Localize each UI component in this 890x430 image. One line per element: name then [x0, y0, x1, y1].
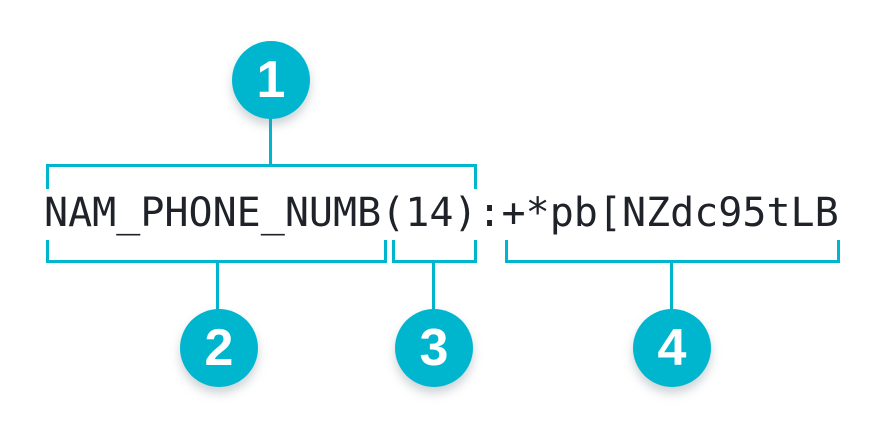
callout-3-connector-line [432, 261, 435, 311]
callout-2-badge: 2 [180, 309, 258, 387]
callout-3-bracket [392, 240, 477, 263]
callout-4-badge: 4 [633, 309, 711, 387]
callout-1-connector-line [269, 118, 272, 166]
callout-3-badge: 3 [395, 309, 473, 387]
callout-2-connector-line [216, 261, 219, 311]
callout-1-badge: 1 [232, 41, 310, 119]
callout-2-bracket [46, 240, 387, 263]
code-string: NAM_PHONE_NUMB(14):+*pb[NZdc95tLB [44, 190, 839, 236]
callout-4-connector-line [670, 261, 673, 311]
callout-1-bracket [46, 164, 477, 189]
callout-4-bracket [505, 240, 840, 263]
